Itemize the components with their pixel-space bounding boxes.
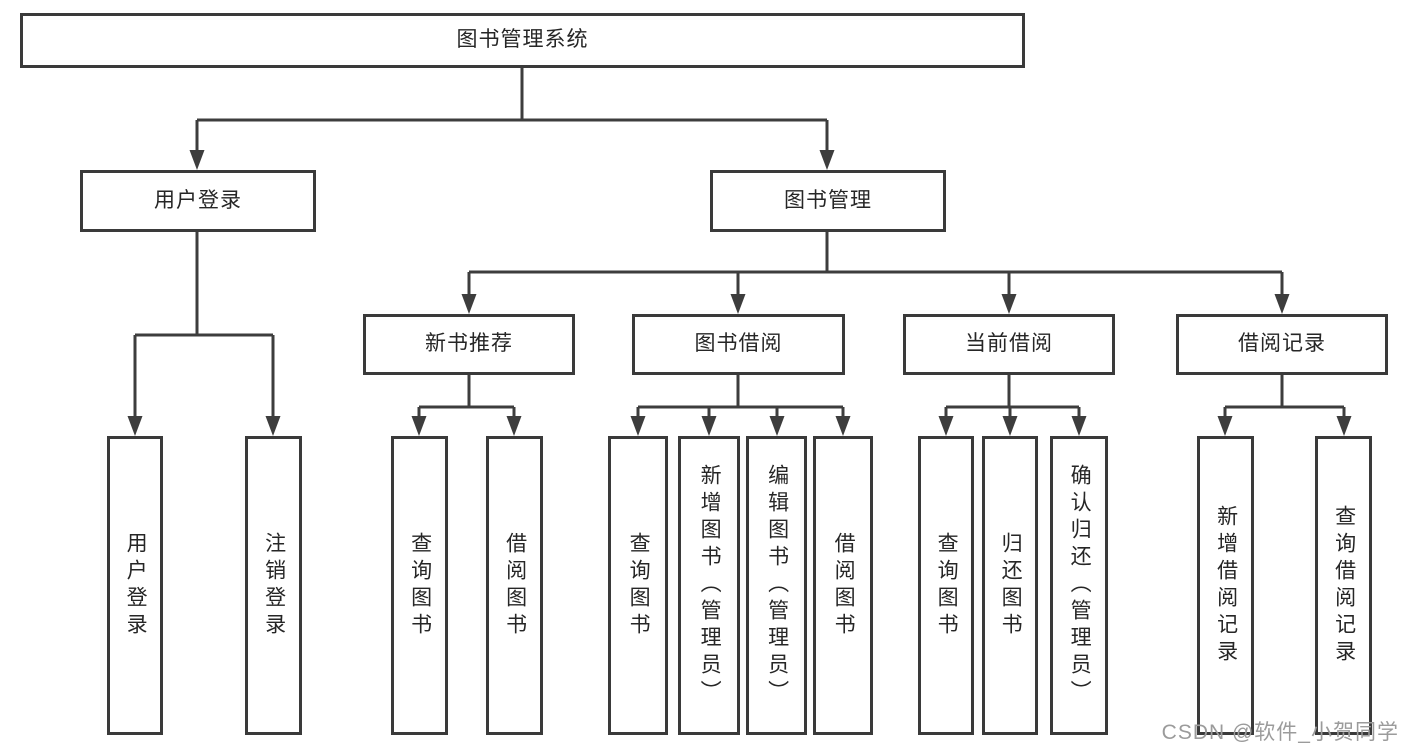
arrowhead-icon [835,416,851,436]
connector-path [417,375,516,420]
diagram-node-label: 借阅图书 [832,531,856,640]
arrowhead-icon [1336,416,1352,436]
arrowhead-icon [1274,294,1290,314]
arrowhead-icon [127,416,143,436]
arrowhead-icon [1071,416,1087,436]
diagram-node-label: 新增图书（管理员） [698,464,722,707]
diagram-node-current-borrow: 当前借阅 [903,314,1115,375]
connector-path [636,375,845,420]
connector-path [1223,375,1346,420]
arrowhead-icon [1217,416,1233,436]
diagram-node-leaf-br-add: 新增借阅记录 [1197,436,1254,735]
arrowhead-icon [819,150,835,170]
diagram-node-book-borrow: 图书借阅 [632,314,845,375]
diagram-node-leaf-bb-borrow: 借阅图书 [813,436,873,735]
diagram-node-leaf-cb-confirm: 确认归还（管理员） [1050,436,1108,735]
diagram-node-label: 归还图书 [999,531,1023,640]
arrowhead-icon [769,416,785,436]
arrowhead-icon [189,150,205,170]
diagram-node-leaf-bb-query: 查询图书 [608,436,668,735]
connector-path [195,68,829,154]
diagram-node-label: 新书推荐 [425,332,513,356]
diagram-node-root: 图书管理系统 [20,13,1025,68]
diagram-node-label: 当前借阅 [965,332,1053,356]
diagram-node-leaf-rec-borrow: 借阅图书 [486,436,543,735]
connector-path [467,232,1284,298]
diagram-node-new-book-rec: 新书推荐 [363,314,575,375]
arrowhead-icon [938,416,954,436]
arrowhead-icon [630,416,646,436]
connector-path [133,232,275,420]
arrowhead-icon [1002,416,1018,436]
diagram-node-leaf-cb-return: 归还图书 [982,436,1038,735]
diagram-node-label: 图书借阅 [694,332,783,356]
diagram-node-label: 查询借阅记录 [1332,504,1356,667]
arrowhead-icon [506,416,522,436]
diagram-node-label: 借阅记录 [1238,332,1326,356]
diagram-node-label: 用户登录 [124,531,148,640]
diagram-node-leaf-rec-query: 查询图书 [391,436,448,735]
diagram-node-book-mgmt: 图书管理 [710,170,946,232]
diagram-node-leaf-bb-edit: 编辑图书（管理员） [746,436,807,735]
watermark-text: CSDN @软件_小贺同学 [1161,721,1399,744]
diagram-node-leaf-logout: 注销登录 [245,436,302,735]
arrowhead-icon [411,416,427,436]
arrowhead-icon [730,294,746,314]
diagram-node-label: 查询图书 [935,531,959,640]
diagram-node-user-login: 用户登录 [80,170,316,232]
diagram-node-label: 查询图书 [408,531,432,640]
diagram-node-leaf-cb-query: 查询图书 [918,436,974,735]
diagram-node-label: 借阅图书 [503,531,527,640]
diagram-node-borrow-record: 借阅记录 [1176,314,1388,375]
connector-path [944,375,1081,420]
diagram-node-label: 图书管理系统 [456,28,589,52]
diagram-node-leaf-bb-add: 新增图书（管理员） [678,436,740,735]
diagram-node-label: 新增借阅记录 [1214,504,1238,667]
diagram-node-label: 确认归还（管理员） [1068,464,1092,707]
diagram-node-label: 编辑图书（管理员） [765,464,789,707]
diagram-node-label: 注销登录 [262,531,286,640]
arrowhead-icon [1001,294,1017,314]
arrowhead-icon [461,294,477,314]
diagram-node-leaf-user-login: 用户登录 [107,436,163,735]
diagram-node-leaf-br-query: 查询借阅记录 [1315,436,1372,735]
arrowhead-icon [265,416,281,436]
arrowhead-icon [701,416,717,436]
diagram-node-label: 查询图书 [627,531,651,640]
diagram-node-label: 用户登录 [154,188,242,212]
diagram-node-label: 图书管理 [784,188,872,212]
